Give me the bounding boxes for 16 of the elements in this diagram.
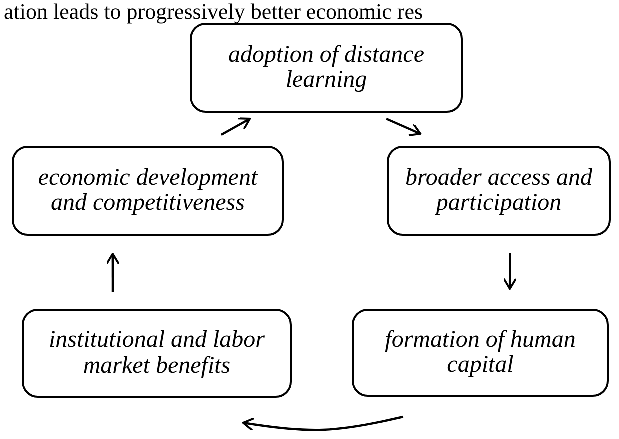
process-box xyxy=(387,146,611,236)
process-box xyxy=(190,23,463,113)
arrow xyxy=(220,118,252,136)
arrow xyxy=(386,118,422,136)
process-box xyxy=(352,309,609,397)
box-text: economic development and competitiveness xyxy=(37,166,260,216)
box-text: adoption of distance learning xyxy=(228,42,426,94)
arrow xyxy=(242,416,404,432)
process-box xyxy=(22,309,292,398)
process-box xyxy=(12,146,284,236)
box-text: broader access and participation xyxy=(404,166,594,216)
arrow xyxy=(106,253,120,292)
arrow xyxy=(503,253,518,290)
heading-text: ation leads to progressively better economic res xyxy=(4,1,424,23)
box-text: formation of human capital xyxy=(384,328,577,378)
box-text: institutional and labor market benefits xyxy=(48,328,266,379)
